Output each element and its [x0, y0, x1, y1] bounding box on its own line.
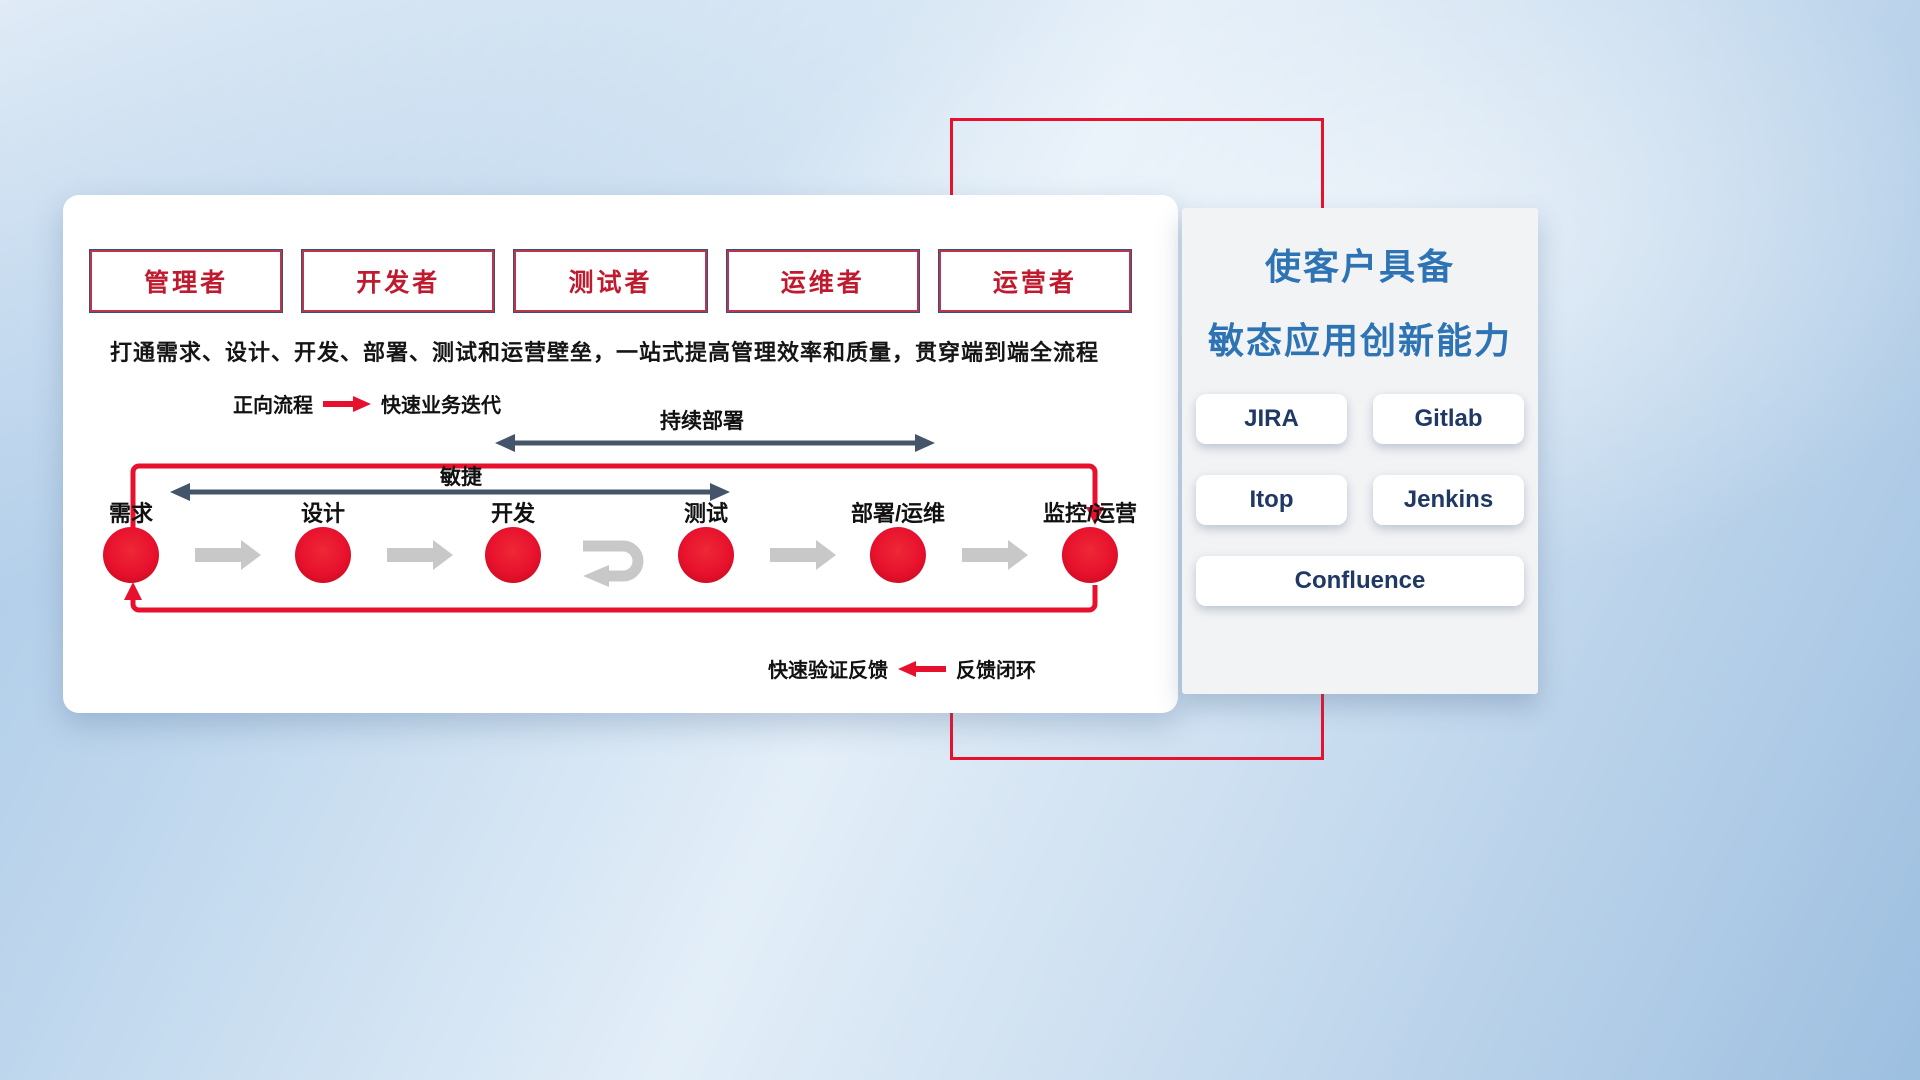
stage-node-icon — [103, 527, 159, 583]
stage-node-icon — [295, 527, 351, 583]
cd-arrowhead-right — [915, 434, 935, 452]
panel-title: 使客户具备 敏态应用创新能力 — [1182, 208, 1538, 378]
stage-label: 测试 — [683, 501, 728, 526]
stage-monitor-operate: 监控/运营 — [1043, 501, 1137, 583]
role-box-tester: 测试者 — [514, 250, 707, 312]
panel-title-line1: 使客户具备 — [1264, 246, 1455, 287]
flow-arrow-icon — [770, 540, 836, 570]
stage-node-icon — [678, 527, 734, 583]
stage-requirements: 需求 — [103, 501, 159, 583]
legend-forward: 正向流程 快速业务迭代 — [233, 389, 501, 418]
agile-arrowhead-left — [170, 483, 190, 501]
stage-testing: 测试 — [678, 501, 734, 583]
feedback-loop-line — [130, 585, 1098, 613]
agile-arrowhead-right — [710, 483, 730, 501]
legend-feedback: 快速验证反馈 反馈闭环 — [768, 654, 1036, 683]
stage-label: 开发 — [490, 501, 535, 526]
tool-chip-gitlab: Gitlab — [1373, 394, 1524, 444]
stage-node-icon — [1062, 527, 1118, 583]
tool-chip-itop: Itop — [1196, 475, 1347, 525]
role-box-developer: 开发者 — [302, 250, 495, 312]
roles-row: 管理者 开发者 测试者 运维者 运营者 — [90, 250, 1132, 312]
role-box-operator: 运营者 — [938, 250, 1132, 312]
role-box-manager: 管理者 — [90, 250, 283, 312]
fast-verify-label: 快速验证反馈 — [768, 660, 888, 682]
stage-label: 设计 — [300, 501, 345, 526]
iteration-loop-arrowhead — [583, 565, 609, 587]
tool-chip-jira: JIRA — [1196, 394, 1347, 444]
tool-chip-confluence: Confluence — [1196, 556, 1524, 606]
flow-arrow-icon — [195, 540, 261, 570]
stage-design: 设计 — [295, 501, 351, 583]
forward-arrow-shape — [323, 395, 371, 412]
feedback-arrow-icon — [898, 660, 946, 677]
subtitle-text: 打通需求、设计、开发、部署、测试和运营壁垒，一站式提高管理效率和质量，贯穿端到端… — [110, 340, 1100, 365]
role-box-ops: 运维者 — [726, 250, 919, 312]
cd-arrowhead-left — [495, 434, 515, 452]
iteration-loop-icon — [583, 540, 644, 582]
stage-node-icon — [485, 527, 541, 583]
agile-label: 敏捷 — [440, 466, 482, 489]
capability-panel: 使客户具备 敏态应用创新能力 JIRA Gitlab Itop Jenkins … — [1182, 208, 1538, 694]
tools-grid: JIRA Gitlab Itop Jenkins Confluence — [1196, 394, 1524, 606]
stage-label: 部署/运维 — [850, 501, 946, 526]
panel-title-line2: 敏态应用创新能力 — [1207, 320, 1512, 361]
stage-label: 需求 — [108, 501, 153, 526]
stage-label: 监控/运营 — [1042, 501, 1138, 526]
devops-flow-card: 管理者 开发者 测试者 运维者 运营者 打通需求、设计、开发、部署、测试和运营壁… — [63, 195, 1178, 713]
continuous-deploy-label: 持续部署 — [660, 410, 744, 433]
feedback-loop-label: 反馈闭环 — [956, 660, 1036, 682]
flow-arrow-icon — [962, 540, 1028, 570]
flow-arrow-icon — [387, 540, 453, 570]
feedback-arrow-shape — [898, 660, 946, 677]
fast-iteration-label: 快速业务迭代 — [381, 395, 501, 417]
stage-deploy-ops: 部署/运维 — [851, 501, 945, 583]
forward-arrow-icon — [323, 395, 371, 412]
feedback-loop-arrowhead — [124, 582, 142, 600]
stage-node-icon — [870, 527, 926, 583]
stage-development: 开发 — [485, 501, 541, 583]
forward-loop-line — [130, 463, 1098, 528]
forward-flow-label: 正向流程 — [233, 395, 313, 417]
tool-chip-jenkins: Jenkins — [1373, 475, 1524, 525]
